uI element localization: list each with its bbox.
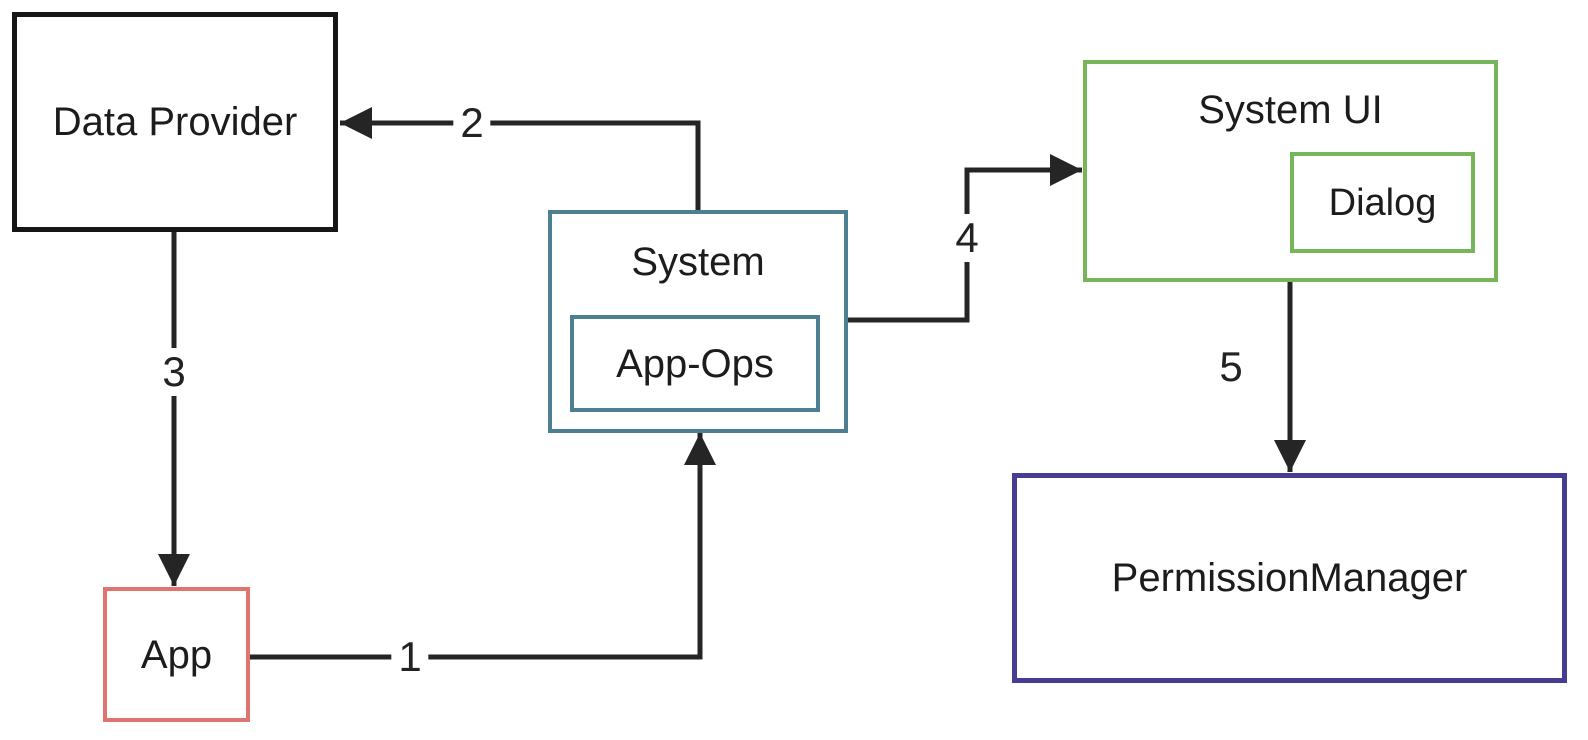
- node-system-label: System: [631, 240, 765, 284]
- edge-1-arrow: [250, 433, 717, 660]
- edge-5-label: 5: [1212, 343, 1250, 391]
- node-app: App: [103, 587, 250, 722]
- node-dialog: Dialog: [1290, 152, 1475, 253]
- node-app-ops: App-Ops: [570, 315, 820, 412]
- node-data-provider-label: Data Provider: [52, 100, 298, 144]
- node-app-ops-label: App-Ops: [616, 341, 774, 386]
- edge-3-label: 3: [155, 348, 193, 396]
- node-system-ui-label: System UI: [1198, 88, 1383, 132]
- node-data-provider: Data Provider: [12, 12, 338, 232]
- node-system: System App-Ops: [548, 210, 848, 433]
- node-permission-manager-label: PermissionManager: [1111, 556, 1468, 600]
- node-app-label: App: [140, 632, 213, 677]
- edge-2-label: 2: [453, 99, 491, 147]
- edge-2-arrow: [340, 106, 701, 210]
- edge-1-label: 1: [391, 633, 429, 681]
- node-permission-manager: PermissionManager: [1012, 473, 1567, 683]
- node-dialog-label: Dialog: [1328, 181, 1437, 224]
- node-system-ui: System UI Dialog: [1083, 60, 1498, 282]
- edge-4-label: 4: [948, 214, 986, 262]
